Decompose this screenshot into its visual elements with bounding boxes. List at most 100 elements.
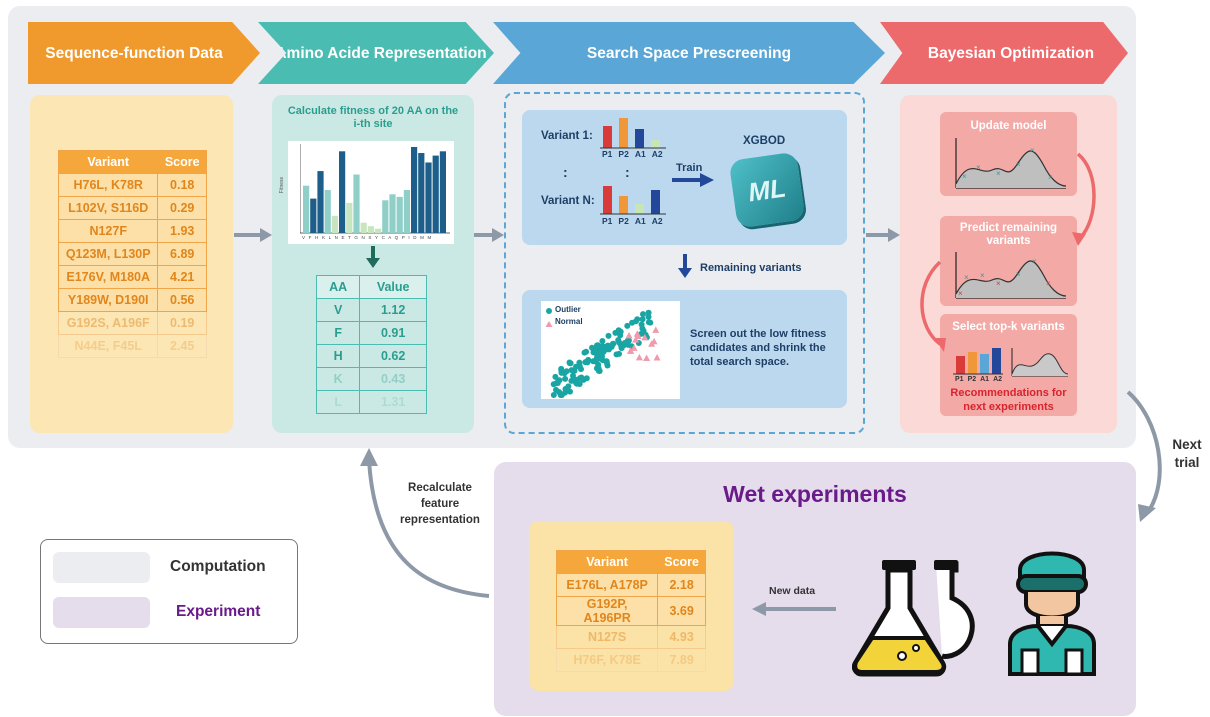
outlier-point — [604, 362, 611, 369]
outlier-point — [598, 344, 605, 351]
outlier-point — [552, 373, 559, 380]
prescreen-description: Screen out the low fitness candidates an… — [690, 328, 827, 368]
outlier-point — [550, 392, 557, 398]
normal-point — [653, 353, 661, 361]
variant-cell: L102V, S116D — [57, 196, 159, 220]
remaining-variants-label: Remaining variants — [700, 262, 802, 274]
normal-point — [632, 336, 640, 343]
outlier-point — [590, 358, 597, 365]
outlier-point — [573, 376, 580, 383]
score-cell: 7.89 — [657, 648, 706, 672]
bar-label: P1 — [602, 149, 613, 159]
outlier-point — [639, 325, 646, 332]
svg-text:×: × — [980, 271, 985, 280]
variant-cell: G192S, A196F — [57, 311, 159, 335]
value-header: Value — [359, 275, 427, 299]
recalculate-arrow — [360, 448, 490, 598]
score-header: Score — [157, 150, 207, 174]
outlier-point — [617, 328, 624, 335]
variant-cell: Y189W, D190I — [57, 288, 159, 312]
ml-chip-text: ML — [746, 172, 788, 207]
outlier-point — [590, 349, 597, 356]
train-arrow — [672, 173, 714, 187]
flask-icon — [852, 560, 975, 677]
outlier-point — [595, 355, 602, 362]
score-cell: 6.89 — [157, 242, 207, 266]
outlier-scatter-plot — [545, 308, 661, 398]
variant-cell: N44E, F45L — [57, 334, 159, 358]
outlier-point — [596, 368, 603, 374]
score-cell: 0.19 — [157, 311, 207, 335]
outlier-point — [595, 361, 602, 368]
outlier-point — [609, 340, 616, 347]
aa-cell: L — [315, 390, 361, 414]
outlier-point — [589, 344, 595, 351]
variant-cell: N127S — [555, 625, 659, 649]
bar-label: P2 — [967, 376, 977, 383]
outlier-point — [568, 367, 575, 374]
normal-point — [627, 347, 635, 354]
outlier-point — [580, 376, 587, 383]
fitness-bar — [382, 200, 389, 233]
legend-experiment-label: Experiment — [176, 603, 261, 620]
value-cell: 0.91 — [359, 321, 427, 345]
svg-text:×: × — [1032, 257, 1037, 266]
normal-point — [643, 354, 651, 361]
update-model-label: Update model — [970, 120, 1047, 132]
score-cell: 4.93 — [657, 625, 706, 649]
score-cell: 2.18 — [657, 573, 706, 597]
score-cell: 3.69 — [657, 596, 706, 626]
legend-normal: Normal — [555, 317, 583, 326]
variant-header: Variant — [57, 150, 159, 174]
down-arrow — [678, 254, 692, 278]
outlier-point — [599, 338, 606, 344]
recommendations-label: Recommendations for next experiments — [950, 387, 1067, 413]
bar-label: P2 — [618, 216, 629, 226]
fitness-title: Calculate fitness of 20 AA on the i-th s… — [287, 105, 459, 130]
variant-cell: H76L, K78R — [57, 173, 159, 197]
normal-point — [625, 331, 633, 339]
topk-curve-plot — [1011, 348, 1069, 377]
fitness-bar — [396, 196, 403, 233]
fitness-bar — [324, 190, 331, 233]
svg-text:×: × — [962, 172, 967, 181]
outlier-point — [639, 316, 646, 323]
svg-text:×: × — [1046, 279, 1051, 288]
aa-cell: F — [315, 321, 361, 345]
iteration-arrows — [920, 152, 1096, 352]
variantN-label: Variant N: — [541, 195, 595, 207]
variant1-feature-bars — [600, 118, 666, 149]
ml-chip-icon: ML — [728, 151, 806, 229]
score-cell: 0.18 — [157, 173, 207, 197]
normal-point — [633, 330, 641, 337]
score-cell: 4.21 — [157, 265, 207, 289]
fitness-bar — [317, 171, 324, 233]
outlier-point — [584, 359, 591, 366]
new-data-label: New data — [769, 585, 816, 597]
outlier-point — [576, 363, 583, 369]
outlier-point — [624, 322, 631, 329]
svg-text:×: × — [996, 279, 1001, 288]
train-label: Train — [676, 162, 703, 174]
outlier-point — [633, 318, 639, 325]
bar-label: A1 — [634, 216, 646, 226]
normal-point — [635, 353, 643, 361]
outlier-point — [583, 348, 590, 355]
svg-text:×: × — [976, 163, 981, 172]
new-data-arrow — [752, 602, 836, 616]
legend-computation-swatch — [53, 552, 150, 583]
bar-label: P1 — [955, 376, 964, 383]
bar-label: P2 — [618, 149, 629, 159]
bar-label: A1 — [980, 376, 990, 383]
fitness-bar — [439, 151, 446, 233]
next-trial-arrow — [1126, 390, 1162, 522]
outlier-point — [570, 372, 576, 379]
score-cell: 1.93 — [157, 219, 207, 243]
xgbod-label: XGBOD — [743, 135, 786, 147]
aa-cell: K — [315, 367, 361, 391]
fitness-bar — [375, 228, 382, 233]
legend-experiment-swatch — [53, 597, 150, 628]
bar-label: P1 — [602, 216, 613, 226]
legend-computation-label: Computation — [170, 558, 266, 575]
